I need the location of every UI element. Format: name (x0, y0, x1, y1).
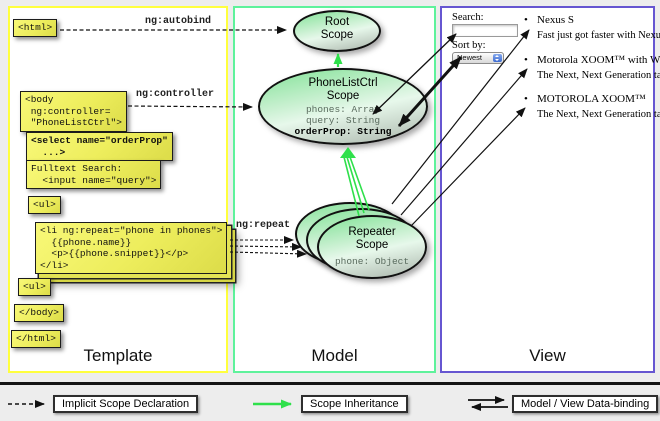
legend-scope-inheritance: Scope Inheritance (301, 395, 408, 413)
code-box-li-repeat: <li ng:repeat="phone in phones"> {{phone… (35, 222, 228, 275)
code-box-body-close: </body> (14, 304, 64, 322)
phonelistctrl-scope-props: phones: Array query: String orderProp: S… (260, 103, 426, 138)
legend-data-binding: Model / View Data-binding (512, 395, 659, 413)
search-input[interactable] (452, 24, 518, 37)
template-label: Template (83, 346, 153, 365)
sort-dropdown[interactable]: Newest (452, 52, 504, 64)
bullet-icon: • (524, 14, 528, 26)
phone-item-title: MOTOROLA XOOM™ (537, 93, 646, 105)
model-label: Model (311, 346, 358, 365)
phone-item-desc: The Next, Next Generation tablet. (537, 109, 660, 120)
prop-query: query: String (305, 114, 381, 126)
code-box-html-open: <html> (13, 19, 58, 37)
model-panel: Model (233, 6, 436, 373)
ng-autobind-label: ng:autobind (145, 16, 212, 27)
root-scope-title: Root Scope (320, 16, 354, 41)
dropdown-stepper-icon (493, 54, 502, 62)
phone-item-desc: Fast just got faster with Nexus S. (537, 30, 660, 41)
sort-dropdown-value: Newest (457, 53, 483, 62)
legend-binding-arrows (468, 396, 508, 411)
code-box-select: <select name="orderProp" ...> (26, 132, 173, 162)
phonelistctrl-scope-title: PhoneListCtrl Scope (308, 77, 378, 102)
prop-orderprop: orderProp: String (294, 125, 392, 137)
code-box-body-open: <body ng:controller= "PhoneListCtrl"> (20, 91, 127, 132)
phone-item-title: Motorola XOOM™ with Wi-Fi (537, 54, 660, 66)
root-scope-ellipse: Root Scope (293, 10, 381, 52)
repeater-scope-ellipse-front: Repeater Scope phone: Object (317, 215, 427, 279)
bullet-icon: • (524, 54, 528, 66)
code-box-ul-close: <ul> (18, 278, 51, 296)
ng-controller-label: ng:controller (136, 89, 215, 100)
prop-phone: phone: Object (334, 255, 410, 267)
code-box-ul-open: <ul> (28, 196, 61, 214)
prop-phones: phones: Array (305, 103, 381, 115)
search-label: Search: (452, 12, 484, 23)
view-label: View (529, 346, 566, 365)
code-box-fulltext: Fulltext Search: <input name="query"> (26, 160, 162, 190)
sort-by-label: Sort by: (452, 40, 486, 51)
legend-separator-line (0, 382, 660, 385)
ng-repeat-label: ng:repeat (236, 220, 291, 231)
code-box-html-close: </html> (11, 330, 61, 348)
phonelistctrl-scope-ellipse: PhoneListCtrl Scope phones: Array query:… (258, 68, 428, 145)
phone-item-title: Nexus S (537, 14, 574, 26)
bullet-icon: • (524, 93, 528, 105)
repeater-scope-title: Repeater Scope (348, 226, 396, 251)
phone-item-desc: The Next, Next Generation tablet. (537, 70, 660, 81)
legend-implicit-scope: Implicit Scope Declaration (53, 395, 199, 413)
